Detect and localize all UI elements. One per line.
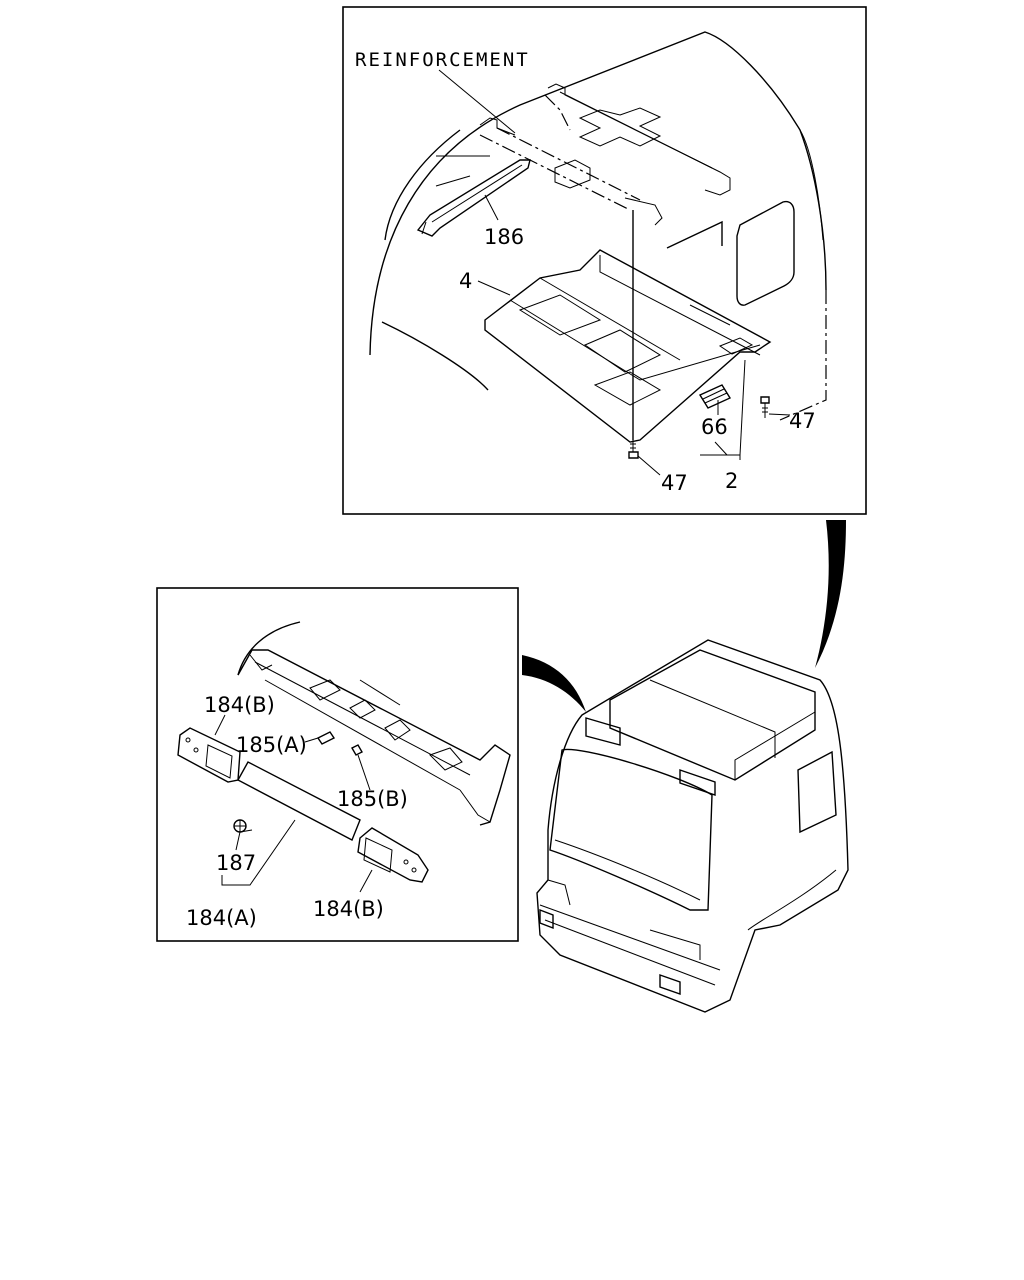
roof-reinforcement: [479, 83, 731, 226]
part-185b-clip: [351, 744, 363, 756]
label-184b-top: 184(B): [204, 693, 275, 717]
label-47-lower: 47: [661, 471, 688, 495]
part-4-roof-console: [484, 249, 772, 443]
roof-console-detail-panel: REINFORCEMENT 186 4 66 47 47 2: [342, 6, 867, 515]
part-187-clip: [233, 819, 253, 833]
label-4: 4: [459, 269, 472, 293]
cab-front-header-outline: [237, 621, 511, 826]
cab-roof-outline: [369, 31, 827, 421]
leader-lines-top: [438, 69, 746, 460]
label-185a: 185(A): [236, 733, 307, 757]
label-184b-bottom: 184(B): [313, 897, 384, 921]
part-186-trim: [416, 159, 531, 237]
part-66-lamp: [698, 384, 732, 409]
part-184b-lower: [357, 827, 429, 883]
part-185a-clip: [316, 731, 336, 745]
part-184a-center: [237, 761, 361, 841]
label-187: 187: [216, 851, 256, 875]
header-trim-detail-panel: 184(B) 185(A) 185(B) 187 184(A) 184(B): [156, 587, 519, 942]
connector-arrow-bottom: [522, 655, 586, 712]
label-47-upper: 47: [789, 409, 816, 433]
leader-lines-bottom: [214, 714, 373, 893]
cab-overview: [536, 639, 849, 1013]
label-66: 66: [701, 415, 728, 439]
connector-arrow-top: [815, 520, 846, 668]
part-184b-upper: [177, 727, 241, 783]
label-184a: 184(A): [186, 906, 257, 930]
detail-frame-bottom: [156, 587, 519, 942]
label-186: 186: [484, 225, 524, 249]
part-47-screw-upper: [760, 396, 791, 418]
part-47-screw-lower: [628, 440, 661, 476]
detail-frame-top: [342, 6, 867, 515]
label-2: 2: [725, 469, 738, 493]
label-reinforcement: REINFORCEMENT: [355, 49, 530, 71]
label-185b: 185(B): [337, 787, 408, 811]
